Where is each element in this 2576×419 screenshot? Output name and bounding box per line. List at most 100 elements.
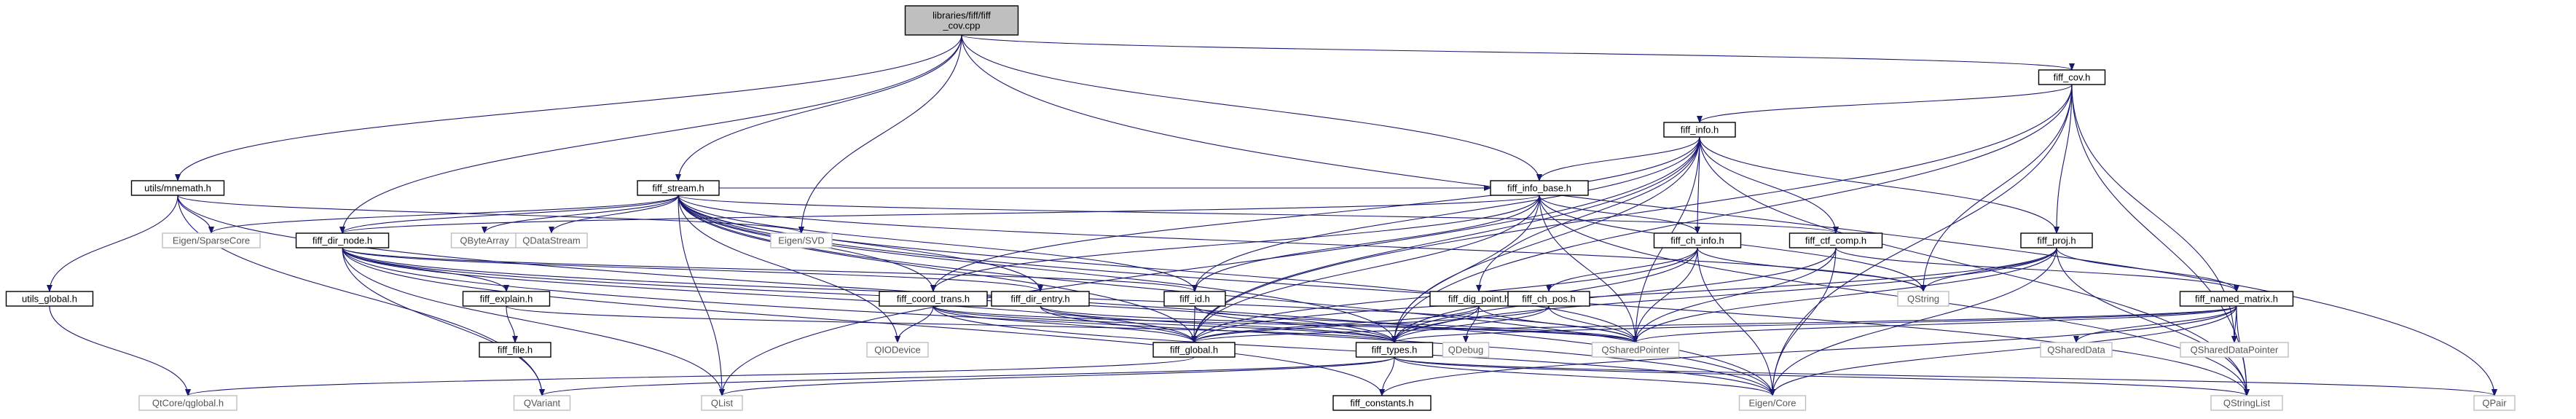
edge-fiff-cov-to-eigen-core [1770, 84, 2073, 396]
edge-fiff-id-to-qsharedpointer [1194, 305, 1638, 343]
node-fiff-dir-node[interactable]: fiff_dir_node.h [295, 232, 390, 248]
node-fiff-explain[interactable]: fiff_explain.h [462, 291, 551, 307]
node-box [2180, 342, 2289, 358]
node-label: fiff_info_base.h [1507, 183, 1571, 194]
node-fiff-ch-pos[interactable]: fiff_ch_pos.h [1507, 291, 1590, 307]
edge-fiff-types-to-qpair [1394, 356, 2497, 396]
node-box [770, 232, 833, 248]
edge-fiff-info-to-qlist [719, 136, 1700, 396]
node-fiff-proj[interactable]: fiff_proj.h [2020, 232, 2093, 248]
node-box [637, 180, 720, 196]
edge-fiff-named-matrix-to-qshareddata [2073, 305, 2237, 343]
edge-root-to-qpair [961, 34, 2497, 396]
node-mnemath[interactable]: utils/mnemath.h [130, 180, 225, 196]
node-box [1355, 342, 1434, 358]
node-label: QByteArray [460, 235, 509, 246]
node-label: fiff_types.h [1372, 345, 1418, 356]
node-qshareddatapointer: QSharedDataPointer [2180, 342, 2289, 358]
edge-fiff-coord-trans-to-qiodevice [895, 305, 934, 343]
node-fiff-coord-trans[interactable]: fiff_coord_trans.h [879, 291, 988, 307]
node-box [1653, 232, 1742, 248]
node-label: QIODevice [874, 345, 921, 356]
node-fiff-ctf-comp[interactable]: fiff_ctf_comp.h [1788, 232, 1883, 248]
node-box [1507, 291, 1590, 307]
edge-fiff-proj-to-qstring [1920, 247, 2057, 292]
node-fiff-global[interactable]: fiff_global.h [1152, 342, 1236, 358]
node-label: Eigen/Core [1748, 398, 1796, 409]
edge-fiff-stream-to-qbytearray [482, 195, 679, 234]
node-label: fiff_dig_point.h [1448, 294, 1509, 305]
node-eigen-core: Eigen/Core [1738, 395, 1807, 411]
node-fiff-id[interactable]: fiff_id.h [1163, 291, 1226, 307]
node-fiff-info-base[interactable]: fiff_info_base.h [1490, 180, 1589, 196]
node-layer: libraries/fiff/fiff_cov.cpp fiff_cov.huti… [5, 5, 2516, 411]
node-fiff-info[interactable]: fiff_info.h [1663, 122, 1736, 138]
node-qstring: QString [1897, 291, 1949, 307]
edge-fiff-named-matrix-to-fiff-global [1191, 305, 2237, 343]
node-label: QDebug [1448, 345, 1483, 356]
node-fiff-constants[interactable]: fiff_constants.h [1332, 395, 1432, 411]
node-fiff-types[interactable]: fiff_types.h [1355, 342, 1434, 358]
node-box [295, 232, 390, 248]
edge-fiff-types-to-fiff-constants [1379, 356, 1395, 396]
node-qdatastream: QDataStream [515, 232, 588, 248]
edge-fiff-info-base-to-fiff-dir-node [339, 195, 1540, 234]
node-fiff-ch-info[interactable]: fiff_ch_info.h [1653, 232, 1742, 248]
node-label: fiff_cov.h [2054, 72, 2091, 83]
edge-fiff-ch-info-to-qsharedpointer [1633, 247, 1698, 343]
node-qbytearray: QByteArray [450, 232, 519, 248]
node-label: _cov.cpp [942, 20, 980, 31]
edge-fiff-types-to-qvariant [539, 356, 1395, 396]
node-box [513, 395, 571, 411]
edge-fiff-ch-pos-to-fiff-global [1191, 305, 1550, 343]
node-fiff-cov[interactable]: fiff_cov.h [2038, 69, 2106, 85]
edge-fiff-proj-to-fiff-named-matrix [2056, 247, 2239, 292]
node-fiff-file[interactable]: fiff_file.h [479, 342, 551, 358]
node-qiodevice: QIODevice [866, 342, 929, 358]
node-fiff-stream[interactable]: fiff_stream.h [637, 180, 720, 196]
node-box [5, 291, 94, 307]
node-label: QStringList [2223, 398, 2271, 409]
edge-root-to-fiff-info-base [961, 34, 1542, 181]
node-label: QtCore/qglobal.h [152, 398, 224, 409]
edge-root-to-mnemath [175, 34, 962, 181]
edge-fiff-dir-node-to-fiff-constants [342, 247, 1385, 396]
edge-fiff-proj-to-qstringlist [2056, 247, 2250, 396]
edge-root-to-fiff-cov [961, 34, 2075, 71]
node-utils-global[interactable]: utils_global.h [5, 291, 94, 307]
node-fiff-dir-entry[interactable]: fiff_dir_entry.h [991, 291, 1090, 307]
node-label: fiff_ctf_comp.h [1805, 235, 1866, 246]
node-label: Eigen/SparseCore [173, 235, 250, 246]
edge-fiff-stream-to-qdatastream [549, 195, 679, 234]
edge-fiff-info-to-fiff-coord-trans [930, 136, 1700, 292]
node-box [2038, 69, 2106, 85]
node-root: libraries/fiff/fiff_cov.cpp [904, 5, 1019, 36]
node-label: fiff_stream.h [652, 183, 704, 194]
edge-fiff-cov-to-fiff-global [1191, 84, 2073, 343]
edge-fiff-stream-to-qsharedpointer [678, 195, 1638, 343]
edge-fiff-global-to-qtcore-qglobal [185, 356, 1195, 396]
edge-fiff-ch-info-to-qstring [1697, 247, 1926, 292]
node-qshareddata: QSharedData [2040, 342, 2113, 358]
node-box [1163, 291, 1226, 307]
edge-fiff-coord-trans-to-eigen-core [932, 305, 1775, 396]
node-box [130, 180, 225, 196]
edge-fiff-named-matrix-to-eigen-core [1770, 305, 2237, 396]
node-box [1738, 395, 1807, 411]
edge-fiff-info-base-to-qsharedpointer [1539, 195, 1638, 343]
node-box [991, 291, 1090, 307]
node-label: fiff_dir_entry.h [1010, 294, 1069, 305]
edge-fiff-proj-to-fiff-types [1391, 247, 2057, 343]
node-box [1332, 395, 1432, 411]
node-label: fiff_named_matrix.h [2195, 294, 2278, 305]
node-qlist: QList [701, 395, 743, 411]
node-fiff-named-matrix[interactable]: fiff_named_matrix.h [2179, 291, 2294, 307]
edge-fiff-types-to-eigen-core [1394, 356, 1775, 396]
node-box [1490, 180, 1589, 196]
edge-fiff-info-to-fiff-info-base [1536, 136, 1700, 181]
node-label: fiff_id.h [1179, 294, 1210, 305]
node-box [1788, 232, 1883, 248]
node-qsharedpointer: QSharedPointer [1591, 342, 1680, 358]
node-label: fiff_info.h [1681, 125, 1719, 136]
edge-root-to-fiff-stream [675, 34, 962, 181]
